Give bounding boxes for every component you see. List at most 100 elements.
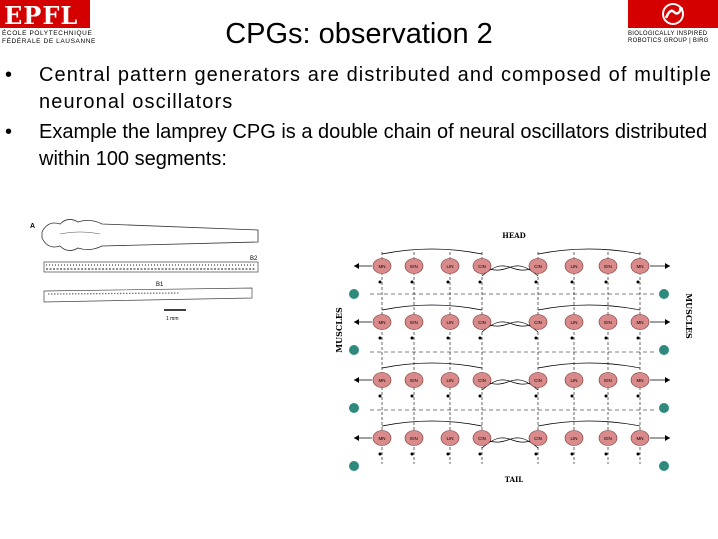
synapse-dot: [636, 336, 640, 340]
synapse-dot: [534, 452, 538, 456]
tail-label: TAIL: [505, 475, 524, 484]
synapse-dot: [636, 452, 640, 456]
neuron-node: [528, 314, 548, 330]
neuron-label: EIN: [410, 320, 418, 325]
neuron-node: [472, 258, 492, 274]
neuron-node: [440, 372, 460, 388]
slide-title: CPGs: observation 2: [225, 18, 493, 50]
neuron-label: CIN: [478, 320, 486, 325]
neuron-node: [598, 430, 618, 446]
head-label: HEAD: [502, 231, 525, 240]
arrow-head: [665, 319, 670, 325]
connection-line: [381, 304, 483, 311]
bullet-text: Central pattern generators are distribut…: [39, 64, 712, 113]
neuron-node: [372, 314, 392, 330]
muscles-right-label: MUSCLES: [684, 293, 694, 339]
neuron-label: LIN: [570, 320, 577, 325]
neuron-label: EIN: [604, 378, 612, 383]
neuron-node: [472, 372, 492, 388]
neuron-label: LIN: [446, 264, 453, 269]
synapse-dot: [378, 452, 382, 456]
synapse-dot: [636, 280, 640, 284]
synapse-dot: [604, 280, 608, 284]
neuron-label: CIN: [478, 436, 486, 441]
panel-label-b2: B2: [250, 256, 258, 262]
synapse-dot: [378, 394, 382, 398]
synapse-dot: [478, 394, 482, 398]
neuron-node: [630, 430, 650, 446]
neuron-node: [528, 430, 548, 446]
synapse-dot: [410, 394, 414, 398]
synapse-dot: [570, 452, 574, 456]
scale-label: 1 mm: [166, 316, 179, 322]
neuron-label: MN: [379, 264, 386, 269]
neuron-label: LIN: [446, 436, 453, 441]
muscle-node: [349, 289, 359, 299]
neuron-label: LIN: [570, 378, 577, 383]
spinal-cord-section-b1: [43, 287, 253, 303]
spinal-cord-section-b2: [43, 261, 259, 273]
neuron-label: EIN: [604, 436, 612, 441]
epfl-logo-line1: ÉCOLE POLYTECHNIQUE: [2, 30, 93, 37]
bullet-item: • Example the lamprey CPG is a double ch…: [0, 119, 718, 173]
neuron-label: LIN: [570, 436, 577, 441]
bullet-text: Example the lamprey CPG is a double chai…: [39, 121, 708, 170]
bullet-symbol: •: [5, 121, 13, 143]
neuron-label: LIN: [570, 264, 577, 269]
neuron-label: CIN: [534, 264, 542, 269]
neuron-node: [598, 372, 618, 388]
neuron-label: MN: [379, 378, 386, 383]
connection-line: [537, 362, 641, 369]
synapse-dot: [446, 280, 450, 284]
synapse-dot: [534, 280, 538, 284]
connection-line: [537, 248, 641, 255]
birg-logo-mark: [628, 0, 718, 28]
lamprey-spinal-cord-figure: A B2 B1 1 mm: [30, 219, 259, 322]
muscle-node: [659, 403, 669, 413]
neuron-node: [472, 314, 492, 330]
synapse-dot: [410, 336, 414, 340]
connection-line: [381, 362, 483, 369]
neuron-label: MN: [637, 378, 644, 383]
neuron-node: [630, 372, 650, 388]
neuron-node: [630, 258, 650, 274]
neuron-node: [404, 430, 424, 446]
neuron-node: [404, 372, 424, 388]
neuron-label: CIN: [534, 320, 542, 325]
neuron-label: EIN: [410, 264, 418, 269]
arrow-head: [665, 377, 670, 383]
birg-logo: BIOLOGICALLY INSPIRED ROBOTICS GROUP | B…: [628, 0, 718, 48]
arrow-head: [354, 435, 359, 441]
muscle-node: [349, 403, 359, 413]
neuron-label: MN: [637, 264, 644, 269]
neuron-node: [630, 314, 650, 330]
neuron-node: [404, 258, 424, 274]
neuron-node: [564, 314, 584, 330]
muscle-node: [659, 461, 669, 471]
neuron-node: [598, 314, 618, 330]
synapse-dot: [478, 336, 482, 340]
muscle-node: [659, 345, 669, 355]
neuron-label: LIN: [446, 378, 453, 383]
epfl-logo-line2: FÉDÉRALE DE LAUSANNE: [2, 38, 96, 45]
muscle-node: [659, 289, 669, 299]
epfl-logo-mark: EPFL: [0, 0, 90, 30]
epfl-logo: EPFL ÉCOLE POLYTECHNIQUE FÉDÉRALE DE LAU…: [0, 0, 95, 48]
neuron-node: [528, 372, 548, 388]
neuron-node: [598, 258, 618, 274]
synapse-dot: [378, 336, 382, 340]
neuron-label: MN: [637, 436, 644, 441]
neuron-node: [372, 430, 392, 446]
neuron-node: [404, 314, 424, 330]
arrow-head: [354, 377, 359, 383]
neuron-label: EIN: [604, 320, 612, 325]
neuron-label: EIN: [604, 264, 612, 269]
neuron-node: [372, 372, 392, 388]
synapse-dot: [636, 394, 640, 398]
neuron-node: [564, 372, 584, 388]
bullet-list: • Central pattern generators are distrib…: [0, 62, 718, 176]
muscle-node: [349, 345, 359, 355]
bullet-symbol: •: [5, 64, 14, 86]
birg-logo-line1: BIOLOGICALLY INSPIRED: [628, 31, 708, 37]
